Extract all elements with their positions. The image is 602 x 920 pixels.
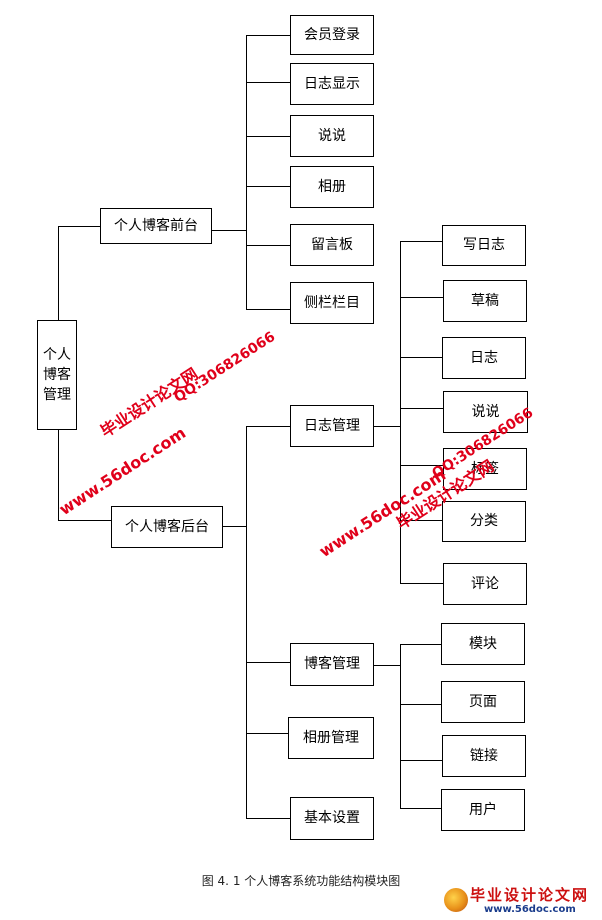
connector: [400, 644, 441, 645]
logo-emblem-icon: [444, 888, 468, 912]
connector: [400, 408, 443, 409]
backend-node: 个人博客后台: [111, 506, 223, 548]
logo-url-text: www.56doc.com: [484, 904, 576, 915]
log-child-label: 标签: [471, 460, 499, 477]
log-child-label: 说说: [471, 403, 500, 420]
connector: [246, 186, 290, 187]
blog-child-node: 用户: [441, 789, 525, 831]
connector: [400, 241, 401, 584]
frontend-child-label: 侧栏栏目: [304, 294, 360, 311]
connector: [400, 583, 443, 584]
backend-label: 个人博客后台: [125, 518, 209, 535]
frontend-child-node: 说说: [290, 115, 374, 157]
connector: [212, 230, 246, 231]
blog-child-label: 页面: [469, 693, 497, 710]
blog-child-label: 链接: [470, 747, 498, 764]
connector: [246, 245, 290, 246]
log-child-label: 写日志: [463, 237, 505, 254]
connector: [246, 818, 290, 819]
connector: [400, 760, 442, 761]
frontend-child-label: 会员登录: [304, 26, 360, 43]
blog-child-node: 链接: [442, 735, 526, 777]
log-child-node: 说说: [443, 391, 528, 433]
root-label-line: 个人: [43, 346, 71, 363]
connector: [246, 733, 288, 734]
frontend-child-label: 相册: [318, 178, 346, 195]
logo-cn-text: 毕业设计论文网: [470, 886, 590, 904]
frontend-child-label: 日志显示: [304, 75, 360, 92]
root-label-line: 管理: [43, 387, 71, 404]
frontend-child-node: 相册: [290, 166, 374, 208]
connector: [400, 520, 442, 521]
frontend-child-node: 会员登录: [290, 15, 374, 55]
figure-caption: 图 4. 1 个人博客系统功能结构模块图: [201, 874, 401, 888]
site-logo: 毕业设计论文网 www.56doc.com: [440, 884, 602, 920]
blog-child-label: 模块: [469, 635, 497, 652]
connector: [374, 426, 400, 427]
backend-child-node: 相册管理: [288, 717, 374, 759]
connector: [58, 226, 100, 227]
blog-child-label: 用户: [469, 801, 497, 818]
connector: [400, 465, 443, 466]
watermark-url: www.56doc.com: [55, 423, 190, 519]
connector: [246, 309, 290, 310]
connector: [58, 430, 59, 520]
log-child-node: 评论: [443, 563, 527, 605]
connector: [246, 136, 290, 137]
log-child-label: 日志: [470, 349, 498, 366]
log-child-label: 分类: [470, 513, 498, 530]
backend-child-label: 基本设置: [304, 810, 360, 827]
log-child-label: 草稿: [471, 292, 499, 309]
frontend-child-node: 侧栏栏目: [290, 282, 374, 324]
connector: [246, 82, 290, 83]
connector: [58, 520, 111, 521]
log-child-node: 草稿: [443, 280, 527, 322]
log-child-node: 日志: [442, 337, 526, 379]
backend-child-label: 日志管理: [304, 417, 360, 434]
root-node: 个人 博客 管理: [37, 320, 77, 430]
frontend-child-node: 留言板: [290, 224, 374, 266]
connector: [374, 665, 400, 666]
blog-child-node: 页面: [441, 681, 525, 723]
connector: [400, 297, 443, 298]
connector: [400, 644, 401, 808]
frontend-child-label: 说说: [318, 127, 346, 144]
backend-child-label: 博客管理: [304, 656, 360, 673]
frontend-child-label: 留言板: [311, 236, 353, 253]
backend-child-label: 相册管理: [303, 729, 359, 746]
root-label-line: 博客: [43, 366, 71, 383]
backend-child-node: 基本设置: [290, 797, 374, 840]
connector: [246, 426, 290, 427]
backend-child-node: 博客管理: [290, 643, 374, 686]
log-child-node: 分类: [442, 501, 526, 542]
connector: [400, 241, 442, 242]
connector: [223, 526, 246, 527]
connector: [246, 426, 247, 818]
frontend-node: 个人博客前台: [100, 208, 212, 244]
connector: [400, 808, 441, 809]
log-child-node: 标签: [443, 448, 527, 490]
connector: [400, 704, 441, 705]
connector: [58, 226, 59, 320]
connector: [246, 35, 247, 310]
log-child-label: 评论: [471, 575, 499, 592]
connector: [246, 35, 290, 36]
connector: [400, 357, 442, 358]
log-child-node: 写日志: [442, 225, 526, 266]
frontend-child-node: 日志显示: [290, 63, 374, 105]
backend-child-node: 日志管理: [290, 405, 374, 447]
blog-child-node: 模块: [441, 623, 525, 665]
frontend-label: 个人博客前台: [114, 217, 198, 234]
connector: [246, 662, 290, 663]
